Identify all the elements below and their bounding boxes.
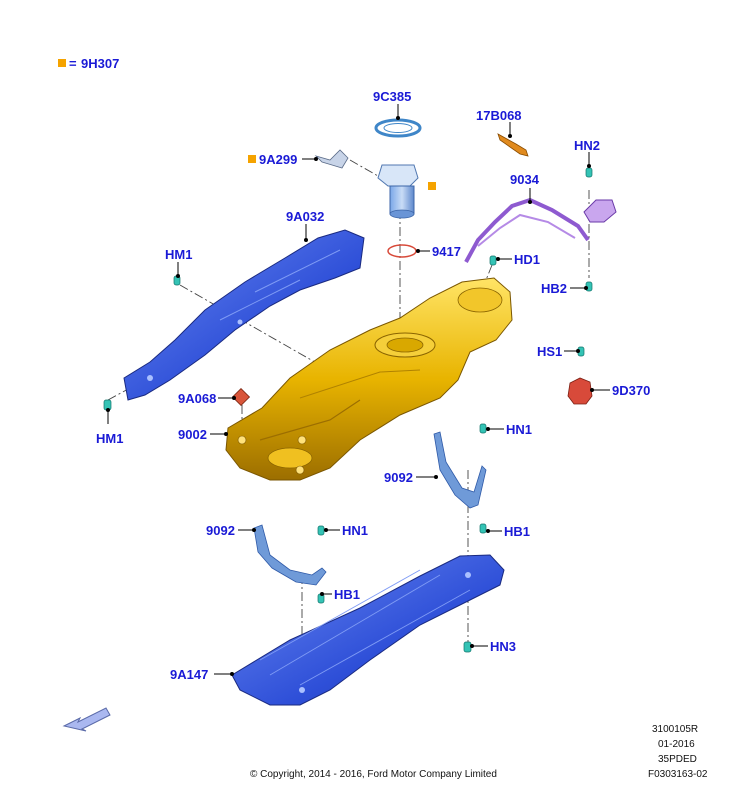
- legend-equals: =: [69, 56, 77, 71]
- figure-number: F0303163-02: [648, 769, 708, 780]
- part-9A068: [231, 387, 251, 407]
- callout-HN1-right: HN1: [506, 422, 532, 437]
- footer-code-1: 3100105R: [652, 724, 698, 735]
- callout-9A032: 9A032: [286, 209, 324, 224]
- callout-9A299: 9A299: [259, 152, 297, 167]
- callout-HD1: HD1: [514, 252, 540, 267]
- callout-9417: 9417: [432, 244, 461, 259]
- callout-9A068: 9A068: [178, 391, 216, 406]
- callout-9092-right: 9092: [384, 470, 413, 485]
- callout-9002: 9002: [178, 427, 207, 442]
- callout-9C385: 9C385: [373, 89, 411, 104]
- strap-9092-right: [433, 431, 487, 509]
- part-17B068: [497, 133, 529, 157]
- callout-HS1: HS1: [537, 344, 562, 359]
- front-direction-arrow-icon: [62, 707, 111, 732]
- callout-9A147: 9A147: [170, 667, 208, 682]
- strap-9092-left: [253, 524, 327, 586]
- callout-HN3: HN3: [490, 639, 516, 654]
- heat-shield-9A032: [123, 229, 365, 401]
- callout-9D370: 9D370: [612, 383, 650, 398]
- floor-shield-9A147: [231, 554, 505, 706]
- callout-HB2: HB2: [541, 281, 567, 296]
- callout-HM1-bottom: HM1: [96, 431, 123, 446]
- callout-HB1-right: HB1: [504, 524, 530, 539]
- fuel-pump-module: [248, 118, 436, 258]
- callout-9034: 9034: [510, 172, 540, 187]
- copyright-text: © Copyright, 2014 - 2016, Ford Motor Com…: [250, 769, 497, 780]
- fuel-tank-9002: [225, 277, 513, 481]
- leader-lines: [106, 104, 610, 676]
- callout-HM1-top: HM1: [165, 247, 192, 262]
- legend-orange-marker: [58, 59, 66, 67]
- callout-9092-left: 9092: [206, 523, 235, 538]
- legend: = 9H307: [58, 56, 119, 71]
- legend-part-number: 9H307: [81, 56, 119, 71]
- footer-date: 01-2016: [658, 739, 695, 750]
- filler-pipe-9034: [464, 197, 617, 263]
- callout-HN1-left: HN1: [342, 523, 368, 538]
- footer-code-2: 35PDED: [658, 754, 697, 765]
- callout-HN2: HN2: [574, 138, 600, 153]
- callout-17B068: 17B068: [476, 108, 522, 123]
- part-9D370: [567, 377, 593, 405]
- callout-HB1-left: HB1: [334, 587, 360, 602]
